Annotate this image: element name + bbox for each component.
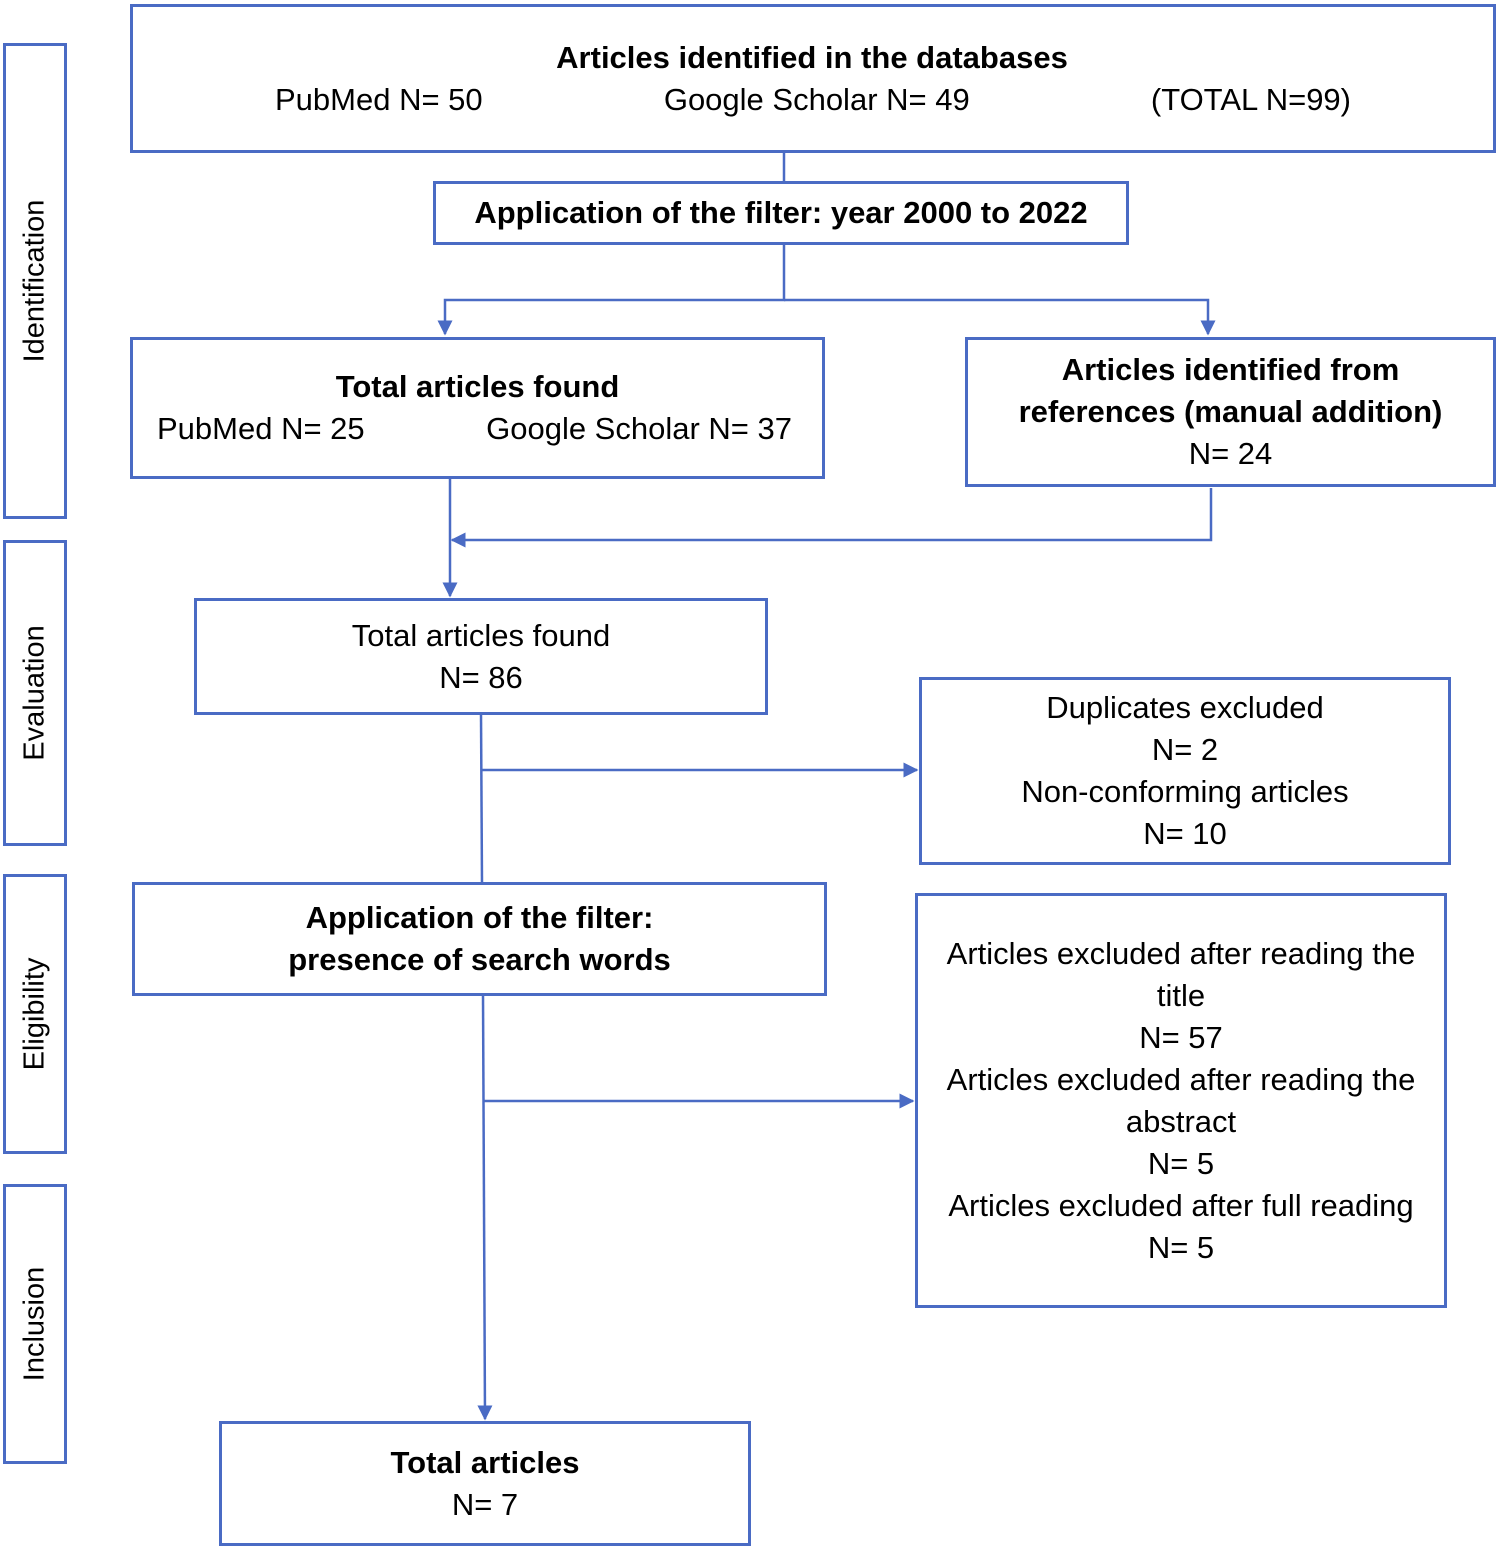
found-title: Total articles found bbox=[335, 369, 620, 404]
final-title: Total articles bbox=[390, 1444, 580, 1480]
excluded-title-n: N= 57 bbox=[1139, 1019, 1223, 1055]
references-line1: Articles identified from bbox=[1061, 352, 1400, 387]
excluded-title-line2: title bbox=[1156, 977, 1206, 1013]
final-box: Total articles N= 7 bbox=[219, 1421, 751, 1546]
phase-evaluation-label: Evaluation bbox=[18, 625, 51, 761]
phase-identification: Identification bbox=[3, 43, 67, 519]
duplicates-n: N= 2 bbox=[1151, 732, 1219, 767]
connector-total-to-filter bbox=[479, 713, 484, 884]
excluded-full-n: N= 5 bbox=[1147, 1229, 1215, 1265]
phase-identification-label: Identification bbox=[18, 199, 51, 363]
search-filter-line2: presence of search words bbox=[288, 942, 671, 977]
duplicates-box: Duplicates excluded N= 2 Non-conforming … bbox=[919, 677, 1451, 865]
nonconforming-label: Non-conforming articles bbox=[1021, 774, 1349, 809]
phase-eligibility-label: Eligibility bbox=[18, 957, 51, 1071]
year-filter-box: Application of the filter: year 2000 to … bbox=[433, 181, 1129, 245]
excluded-box: Articles excluded after reading the titl… bbox=[915, 893, 1447, 1308]
phase-eligibility: Eligibility bbox=[3, 874, 67, 1154]
total-found-box: Total articles found N= 86 bbox=[194, 598, 768, 715]
excluded-full-line1: Articles excluded after full reading bbox=[948, 1187, 1414, 1223]
phase-evaluation: Evaluation bbox=[3, 540, 67, 846]
excluded-abstract-line2: abstract bbox=[1125, 1103, 1237, 1139]
references-n: N= 24 bbox=[1188, 436, 1273, 471]
excluded-abstract-n: N= 5 bbox=[1147, 1145, 1215, 1181]
databases-pubmed: PubMed N= 50 bbox=[275, 81, 483, 117]
phase-inclusion-label: Inclusion bbox=[18, 1266, 51, 1382]
total-found-n: N= 86 bbox=[439, 659, 523, 695]
connector-references-merge bbox=[450, 488, 1213, 548]
found-box: Total articles found PubMed N= 25 Google… bbox=[130, 337, 825, 479]
databases-total: (TOTAL N=99) bbox=[1150, 81, 1351, 117]
found-pubmed: PubMed N= 25 bbox=[157, 411, 365, 446]
final-n: N= 7 bbox=[451, 1486, 519, 1522]
total-found-title: Total articles found bbox=[351, 617, 611, 653]
found-scholar: Google Scholar N= 37 bbox=[486, 411, 792, 446]
year-filter-label: Application of the filter: year 2000 to … bbox=[474, 195, 1088, 230]
references-line2: references (manual addition) bbox=[1018, 394, 1443, 429]
databases-scholar: Google Scholar N= 49 bbox=[663, 81, 970, 117]
connector-year-to-references bbox=[784, 298, 1216, 336]
connector-filter-to-final bbox=[477, 994, 493, 1421]
nonconforming-n: N= 10 bbox=[1143, 816, 1227, 851]
excluded-title-line1: Articles excluded after reading the bbox=[946, 935, 1416, 971]
databases-box: Articles identified in the databases Pub… bbox=[130, 4, 1496, 153]
search-filter-line1: Application of the filter: bbox=[305, 900, 654, 935]
phase-inclusion: Inclusion bbox=[3, 1184, 67, 1464]
search-filter-box: Application of the filter: presence of s… bbox=[132, 882, 827, 996]
references-box: Articles identified from references (man… bbox=[965, 337, 1496, 487]
duplicates-label: Duplicates excluded bbox=[1046, 690, 1324, 725]
connector-year-split bbox=[437, 244, 786, 336]
excluded-abstract-line1: Articles excluded after reading the bbox=[946, 1061, 1416, 1097]
databases-title: Articles identified in the databases bbox=[556, 39, 1068, 75]
